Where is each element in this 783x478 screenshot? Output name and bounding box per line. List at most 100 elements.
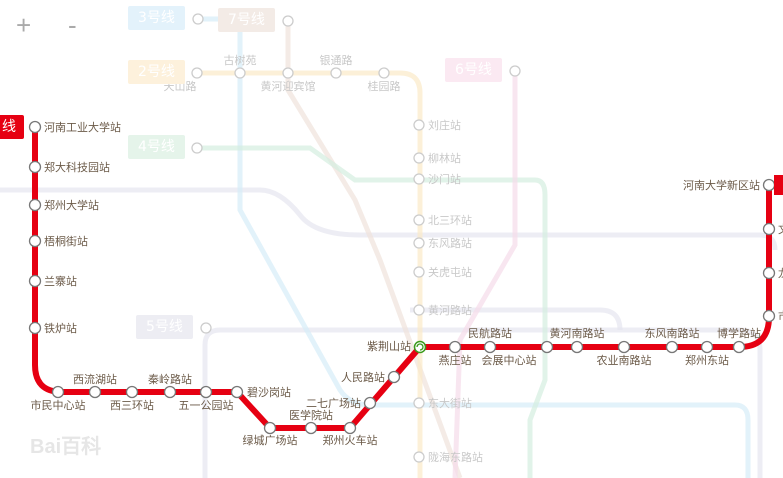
line1-station-label[interactable]: 绿城广场站: [243, 433, 298, 447]
line1-station-label[interactable]: 河南工业大学站: [44, 120, 121, 134]
line1-station-label[interactable]: 燕庄站: [439, 353, 472, 367]
terminal-station-dot[interactable]: [200, 322, 212, 334]
line1-station-label[interactable]: 市民中心站: [31, 398, 86, 412]
line1-station-dot[interactable]: [28, 198, 42, 212]
line2-station-dot[interactable]: [413, 397, 425, 409]
terminal-station-dot[interactable]: [191, 142, 203, 154]
line1-station-dot[interactable]: [665, 340, 679, 354]
line1-station-label[interactable]: 西三环站: [110, 398, 154, 412]
line2-station-label[interactable]: 东风路站: [428, 236, 472, 250]
transfer-icon[interactable]: [413, 340, 427, 354]
line1-station-dot[interactable]: [363, 396, 377, 410]
line2-station-dot[interactable]: [413, 237, 425, 249]
line1-station-label[interactable]: 东风南路站: [645, 326, 700, 340]
line1-station-dot[interactable]: [28, 120, 42, 134]
line2-station-label[interactable]: 桂园路: [368, 79, 401, 93]
line1-station-dot[interactable]: [732, 340, 746, 354]
line2-station-dot[interactable]: [413, 119, 425, 131]
line2-station-dot[interactable]: [330, 67, 342, 79]
line5-badge[interactable]: 5号线: [136, 315, 193, 339]
terminal-station-dot[interactable]: [509, 65, 521, 77]
line1-station-dot[interactable]: [230, 385, 244, 399]
line1-station-label[interactable]: 碧沙岗站: [247, 385, 291, 399]
line2-station-label[interactable]: 柳林站: [428, 151, 461, 165]
line1-station-dot[interactable]: [28, 274, 42, 288]
line1-station-dot[interactable]: [700, 340, 714, 354]
line2-station-dot[interactable]: [191, 67, 203, 79]
line4-badge[interactable]: 4号线: [128, 135, 185, 159]
line2-station-label[interactable]: 北三环站: [428, 213, 472, 227]
line2-station-label[interactable]: 东大街站: [428, 396, 472, 410]
line1-badge[interactable]: 线: [0, 115, 24, 139]
line1-station-label[interactable]: 河南大学新区站: [683, 178, 760, 192]
line2-badge[interactable]: 2号线: [128, 60, 185, 84]
line1-station-label[interactable]: 市: [778, 309, 783, 323]
line2-station-label[interactable]: 银通路: [320, 53, 353, 67]
line1-station-label[interactable]: 紫荆山站: [367, 339, 411, 353]
line3-badge[interactable]: 3号线: [128, 6, 185, 30]
line1-station-label[interactable]: 黄河南路站: [550, 326, 605, 340]
line1-station-label[interactable]: 铁炉站: [44, 321, 77, 335]
line1-station-label[interactable]: 二七广场站: [306, 396, 361, 410]
line1-station-label[interactable]: 民航路站: [468, 326, 512, 340]
line1-station-label[interactable]: 医学院站: [289, 408, 333, 422]
line1-station-dot[interactable]: [263, 421, 277, 435]
line1-station-dot[interactable]: [28, 234, 42, 248]
line1-station-label[interactable]: 博学路站: [717, 326, 761, 340]
line1-station-dot[interactable]: [51, 385, 65, 399]
line1-station-dot[interactable]: [617, 340, 631, 354]
line1-station-dot[interactable]: [125, 385, 139, 399]
line1-station-dot[interactable]: [28, 160, 42, 174]
line1-station-dot[interactable]: [387, 370, 401, 384]
line1-station-label[interactable]: 郑大科技园站: [44, 160, 110, 174]
line6-badge[interactable]: 6号线: [445, 58, 502, 82]
line1-station-label[interactable]: 秦岭路站: [148, 372, 192, 386]
line2-station-label[interactable]: 关虎屯站: [428, 265, 472, 279]
zoom-in-button[interactable]: +: [16, 10, 32, 40]
line1-station-dot[interactable]: [448, 340, 462, 354]
line1-station-dot[interactable]: [304, 421, 318, 435]
line2-station-dot[interactable]: [413, 304, 425, 316]
line1-station-dot[interactable]: [762, 222, 776, 236]
line2-station-dot[interactable]: [413, 451, 425, 463]
terminal-station-dot[interactable]: [192, 13, 204, 25]
line1-station-dot[interactable]: [483, 340, 497, 354]
line1-station-dot[interactable]: [28, 321, 42, 335]
line1-station-dot[interactable]: [762, 309, 776, 323]
line1-station-dot[interactable]: [343, 421, 357, 435]
line2-station-dot[interactable]: [413, 214, 425, 226]
line1-station-dot[interactable]: [88, 385, 102, 399]
line1-station-label[interactable]: 郑州大学站: [44, 198, 99, 212]
line2-station-dot[interactable]: [413, 173, 425, 185]
line1-station-label[interactable]: 郑州东站: [685, 353, 729, 367]
line1-station-label[interactable]: 会展中心站: [482, 353, 537, 367]
line2-station-dot[interactable]: [234, 67, 246, 79]
terminal-station-dot[interactable]: [282, 15, 294, 27]
line1-station-label[interactable]: 人民路站: [341, 370, 385, 384]
line2-station-dot[interactable]: [413, 266, 425, 278]
line2-station-dot[interactable]: [378, 67, 390, 79]
line2-station-label[interactable]: 黄河路站: [428, 303, 472, 317]
line1-station-dot[interactable]: [762, 266, 776, 280]
line1-station-label[interactable]: 郑州火车站: [323, 433, 378, 447]
line1-station-dot[interactable]: [570, 340, 584, 354]
line2-station-label[interactable]: 黄河迎宾馆: [261, 79, 316, 93]
line2-station-label[interactable]: 刘庄站: [428, 118, 461, 132]
line1-station-dot[interactable]: [762, 178, 776, 192]
line1-station-dot[interactable]: [163, 385, 177, 399]
line1-station-label[interactable]: 文: [778, 222, 783, 236]
line7-badge[interactable]: 7号线: [218, 8, 275, 32]
line1-station-label[interactable]: 农业南路站: [597, 353, 652, 367]
line1-station-label[interactable]: 兰寨站: [44, 274, 77, 288]
line1-station-dot[interactable]: [540, 340, 554, 354]
line1-station-dot[interactable]: [199, 385, 213, 399]
line2-station-label[interactable]: 古树苑: [224, 53, 257, 67]
line2-station-label[interactable]: 陇海东路站: [428, 450, 483, 464]
line1-station-label[interactable]: 五一公园站: [179, 398, 234, 412]
line2-station-dot[interactable]: [282, 67, 294, 79]
line1-badge-right[interactable]: [774, 175, 783, 195]
line2-station-label[interactable]: 沙门站: [428, 172, 461, 186]
line1-station-label[interactable]: 龙: [778, 267, 783, 280]
line1-station-label[interactable]: 西流湖站: [73, 372, 117, 386]
